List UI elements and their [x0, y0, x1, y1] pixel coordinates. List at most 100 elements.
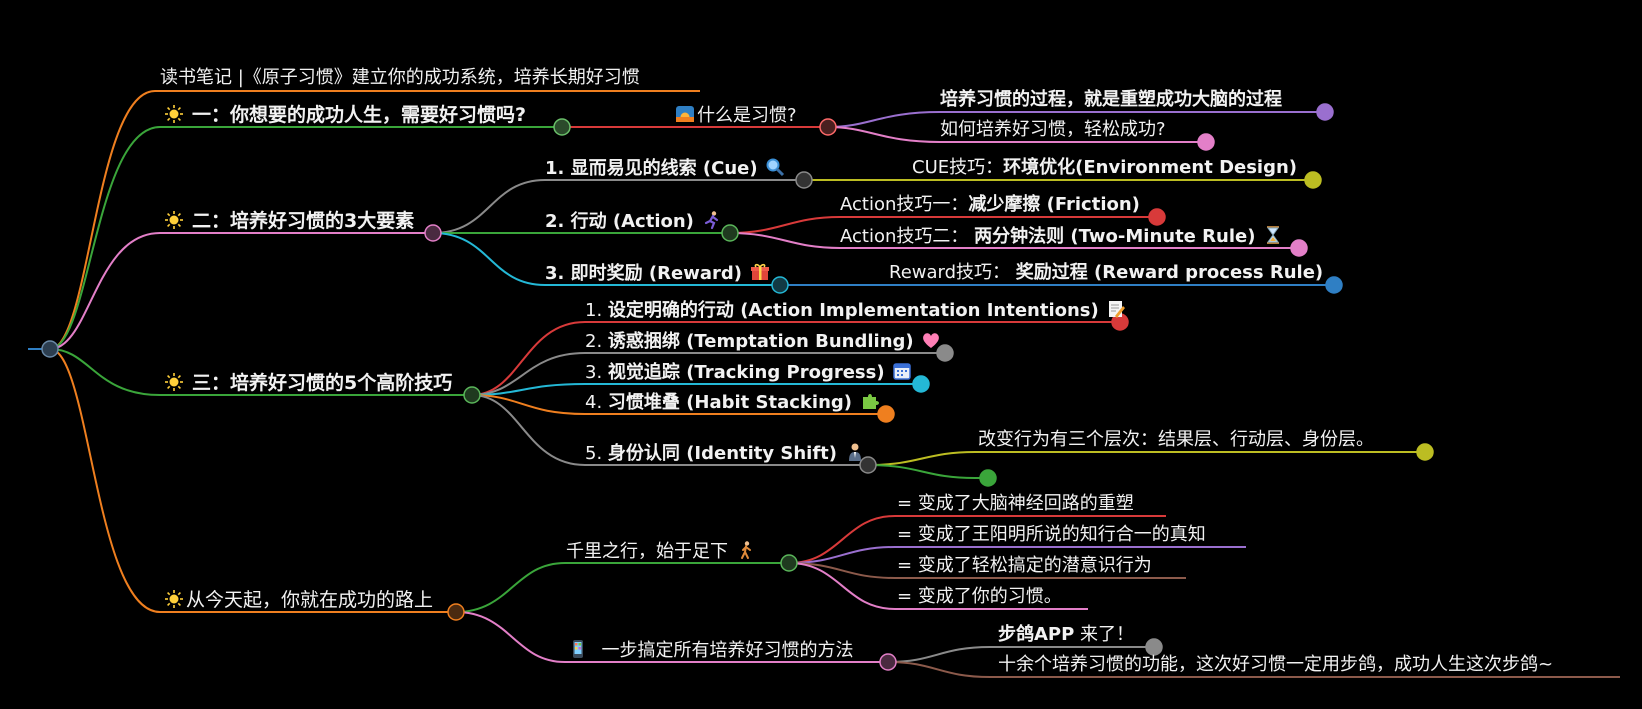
app-title-bold: 步鸽APP: [998, 624, 1075, 645]
habit-question-label[interactable]: 什么是习惯?: [673, 104, 797, 127]
app-desc-label[interactable]: 十余个培养习惯的功能，这次好习惯一定用步鸽，成功人生这次步鸽~: [998, 654, 1554, 675]
action-tip2-bold: 两分钟法则 (Two-Minute Rule): [974, 226, 1256, 247]
reward-line: [432, 232, 780, 286]
identity-note-node[interactable]: [1416, 443, 1434, 461]
advanced3-line: [471, 383, 921, 396]
action-tip2-node[interactable]: [1290, 239, 1308, 257]
habit-item2-label[interactable]: 如何培养好习惯，轻松成功?: [940, 119, 1166, 140]
action-tip2-line: [729, 232, 1299, 249]
branch4-line: [49, 348, 456, 613]
app-title-line: [887, 646, 1154, 663]
branch1-label[interactable]: 一：你想要的成功人生，需要好习惯吗?: [162, 104, 526, 126]
app-node[interactable]: [879, 653, 897, 671]
app-title-node[interactable]: [1145, 638, 1163, 656]
journey-label[interactable]: 千里之行，始于足下: [566, 540, 758, 563]
branch1-line: [49, 126, 562, 350]
advanced2-label[interactable]: 2. 诱惑捆绑 (Temptation Bundling): [585, 330, 943, 353]
gift-icon: [750, 263, 769, 280]
identity-note-label[interactable]: 改变行为有三个层次：结果层、行动层、身份层。: [978, 429, 1374, 450]
advanced3-num: 3.: [585, 362, 603, 383]
advanced2-node[interactable]: [936, 344, 954, 362]
magnifier-icon: [766, 158, 785, 177]
action-node[interactable]: [721, 224, 739, 242]
branch3-label[interactable]: 三：培养好习惯的5个高阶技巧: [162, 372, 452, 394]
action-tip1-label[interactable]: Action技巧一：减少摩擦 (Friction): [840, 194, 1140, 216]
branch4-node[interactable]: [447, 603, 465, 621]
advanced3-bold: 视觉追踪 (Tracking Progress): [607, 362, 885, 383]
sun-icon: [164, 104, 184, 124]
cue-line: [432, 179, 804, 234]
phone-icon: [573, 640, 583, 658]
journey-node[interactable]: [780, 554, 798, 572]
journey-item3-label[interactable]: = 变成了轻松搞定的潜意识行为: [897, 555, 1152, 576]
habit-question-text: 什么是习惯?: [697, 105, 797, 126]
advanced4-line: [471, 394, 886, 415]
journey-text: 千里之行，始于足下: [566, 541, 728, 562]
advanced5-node[interactable]: [859, 456, 877, 474]
advanced2-num: 2.: [585, 331, 603, 352]
memo-icon: [1109, 301, 1126, 318]
advanced4-node[interactable]: [877, 405, 895, 423]
journey-item1-line: [788, 515, 1166, 564]
habit-question-node[interactable]: [819, 118, 837, 136]
cue-label[interactable]: 1. 显而易见的线索 (Cue): [545, 157, 787, 180]
journey-item4-label[interactable]: = 变成了你的习惯。: [897, 586, 1062, 607]
branch4-label[interactable]: 从今天起，你就在成功的路上: [162, 589, 433, 611]
action-tip2-label[interactable]: Action技巧二： 两分钟法则 (Two-Minute Rule): [840, 225, 1285, 248]
sun-icon: [164, 372, 184, 392]
reward-tip-label[interactable]: Reward技巧： 奖励过程 (Reward process Rule): [889, 262, 1323, 284]
branch2-label[interactable]: 二：培养好习惯的3大要素: [162, 210, 414, 232]
cue-tip-bold: 环境优化(Environment Design): [1003, 157, 1298, 178]
habit-item2-line: [827, 126, 1206, 143]
journey-item1-label[interactable]: = 变成了大脑神经回路的重塑: [897, 493, 1134, 514]
advanced3-node[interactable]: [912, 375, 930, 393]
journey-line: [455, 562, 789, 613]
action-tip1-node[interactable]: [1148, 208, 1166, 226]
habit-item1-node[interactable]: [1316, 103, 1334, 121]
branch1-node[interactable]: [553, 118, 571, 136]
branch2-line: [49, 232, 433, 350]
app-title-rest: 来了！: [1074, 624, 1135, 645]
heart-icon: [923, 333, 940, 348]
advanced4-num: 4.: [585, 392, 603, 413]
advanced1-label[interactable]: 1. 设定明确的行动 (Action Implementation Intent…: [585, 299, 1128, 322]
reward-label[interactable]: 3. 即时奖励 (Reward): [545, 262, 772, 285]
action-tip1-line: [729, 216, 1157, 234]
cue-node[interactable]: [795, 171, 813, 189]
app-label[interactable]: 一步搞定所有培养好习惯的方法: [566, 639, 853, 662]
reward-node[interactable]: [771, 276, 789, 294]
advanced2-line: [471, 352, 945, 396]
branch1-text: 一：你想要的成功人生，需要好习惯吗?: [192, 104, 527, 126]
cue-tip-label[interactable]: CUE技巧：环境优化(Environment Design): [912, 157, 1297, 179]
advanced5-line: [471, 394, 868, 466]
identity-empty-node[interactable]: [979, 469, 997, 487]
habit-item2-node[interactable]: [1197, 133, 1215, 151]
branch3-node[interactable]: [463, 386, 481, 404]
branch4-text: 从今天起，你就在成功的路上: [186, 589, 434, 611]
reward-text: 3. 即时奖励 (Reward): [545, 263, 742, 284]
sun-icon: [164, 589, 184, 609]
person-icon: [848, 443, 861, 461]
journey-item2-label[interactable]: = 变成了王阳明所说的知行合一的真知: [897, 524, 1206, 545]
sunrise-icon: [676, 106, 694, 122]
root-node[interactable]: [41, 340, 59, 358]
habit-item1-label[interactable]: 培养习惯的过程，就是重塑成功大脑的过程: [940, 89, 1282, 111]
identity-empty-line: [867, 464, 988, 479]
runner-icon: [704, 211, 718, 230]
app-title-label[interactable]: 步鸽APP 来了！: [998, 624, 1134, 646]
reward-tip-node[interactable]: [1325, 276, 1343, 294]
mindmap-title[interactable]: 读书笔记 |《原子习惯》建立你的成功系统，培养长期好习惯: [160, 67, 640, 88]
cue-tip-node[interactable]: [1304, 171, 1322, 189]
action-tip1-bold: 减少摩擦 (Friction): [968, 194, 1140, 215]
calendar-icon: [893, 363, 912, 380]
advanced5-label[interactable]: 5. 身份认同 (Identity Shift): [585, 442, 867, 465]
advanced3-label[interactable]: 3. 视觉追踪 (Tracking Progress): [585, 361, 914, 384]
branch2-node[interactable]: [424, 224, 442, 242]
advanced4-label[interactable]: 4. 习惯堆叠 (Habit Stacking): [585, 391, 882, 414]
app-desc-line: [887, 661, 1620, 678]
journey-item2-line: [788, 546, 1246, 564]
walker-icon: [740, 541, 751, 559]
cue-tip-prefix: CUE技巧：: [912, 157, 1004, 178]
action-label[interactable]: 2. 行动 (Action): [545, 210, 724, 233]
